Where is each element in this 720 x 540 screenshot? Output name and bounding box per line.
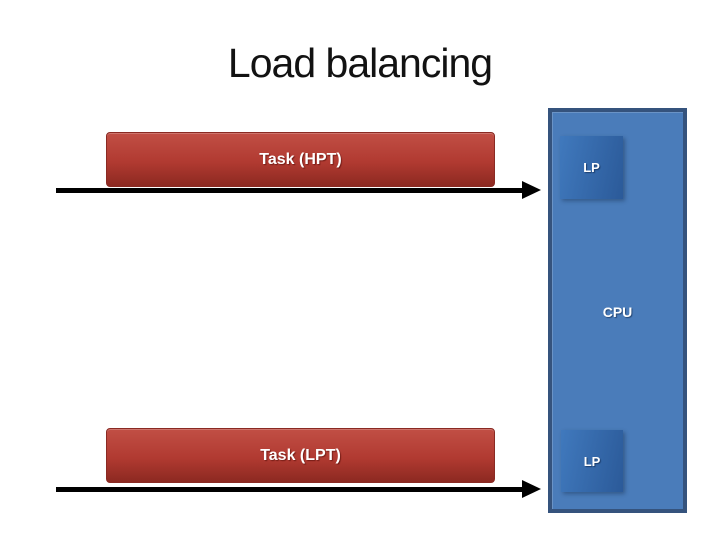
task-lpt-box: Task (LPT) (106, 428, 495, 483)
arrow-right-icon (522, 480, 541, 498)
lp-top-box: LP (560, 136, 623, 199)
task-lpt-label: Task (LPT) (260, 446, 341, 464)
lp-bottom-box: LP (561, 430, 623, 492)
cpu-label: CPU (602, 304, 633, 320)
lp-top-label: LP (583, 160, 600, 175)
arrow-right-icon (522, 181, 541, 199)
task-hpt-box: Task (HPT) (106, 132, 495, 187)
task-hpt-label: Task (HPT) (259, 150, 342, 168)
cpu-panel: LP CPU LP (548, 108, 687, 513)
arrow-line (56, 188, 523, 193)
arrow-line (56, 487, 523, 492)
lp-bottom-label: LP (583, 453, 601, 469)
slide-title: Load balancing (227, 40, 493, 86)
